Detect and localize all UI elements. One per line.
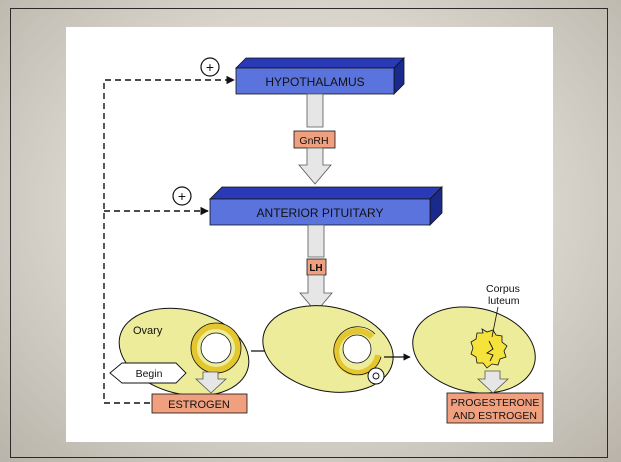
released-egg [368,368,384,384]
svg-text:+: + [178,188,186,204]
progesterone-label-line2: AND ESTROGEN [453,410,537,422]
arrow-shaft-3 [308,225,324,257]
ovary-2 [255,294,402,404]
hypothalamus-box: HYPOTHALAMUS [236,58,404,94]
hypothalamus-label: HYPOTHALAMUS [265,75,364,89]
anterior-pituitary-box: ANTERIOR PITUITARY [210,187,442,225]
gnrh-box: GnRH [294,131,335,148]
progesterone-box: PROGESTERONE AND ESTROGEN [447,393,543,423]
ovary-1: Ovary [110,295,258,408]
ovary-label: Ovary [133,325,163,337]
corpus-luteum-label-line2: luteum [488,295,520,307]
gnrh-label: GnRH [299,135,328,147]
arrow-2 [299,148,331,184]
begin-tag: Begin [110,363,186,383]
figure-panel: + + HYPOTHALAMUS GnRH [66,27,553,442]
lh-label: LH [309,263,322,274]
begin-label: Begin [136,368,163,380]
estrogen-label: ESTROGEN [168,399,230,411]
estrogen-box: ESTROGEN [152,394,247,413]
plus-sign-1: + [201,58,219,76]
svg-text:+: + [206,59,214,75]
arrow-shaft-1 [307,94,323,127]
progesterone-label-line1: PROGESTERONE [451,397,540,409]
anterior-pituitary-label: ANTERIOR PITUITARY [257,206,384,220]
plus-sign-2: + [173,187,191,205]
corpus-luteum-label-line1: Corpus [486,283,520,295]
hormone-feedback-diagram: + + HYPOTHALAMUS GnRH [66,27,553,442]
lh-box: LH [307,259,326,275]
ovary-3: Corpus luteum [405,283,544,404]
